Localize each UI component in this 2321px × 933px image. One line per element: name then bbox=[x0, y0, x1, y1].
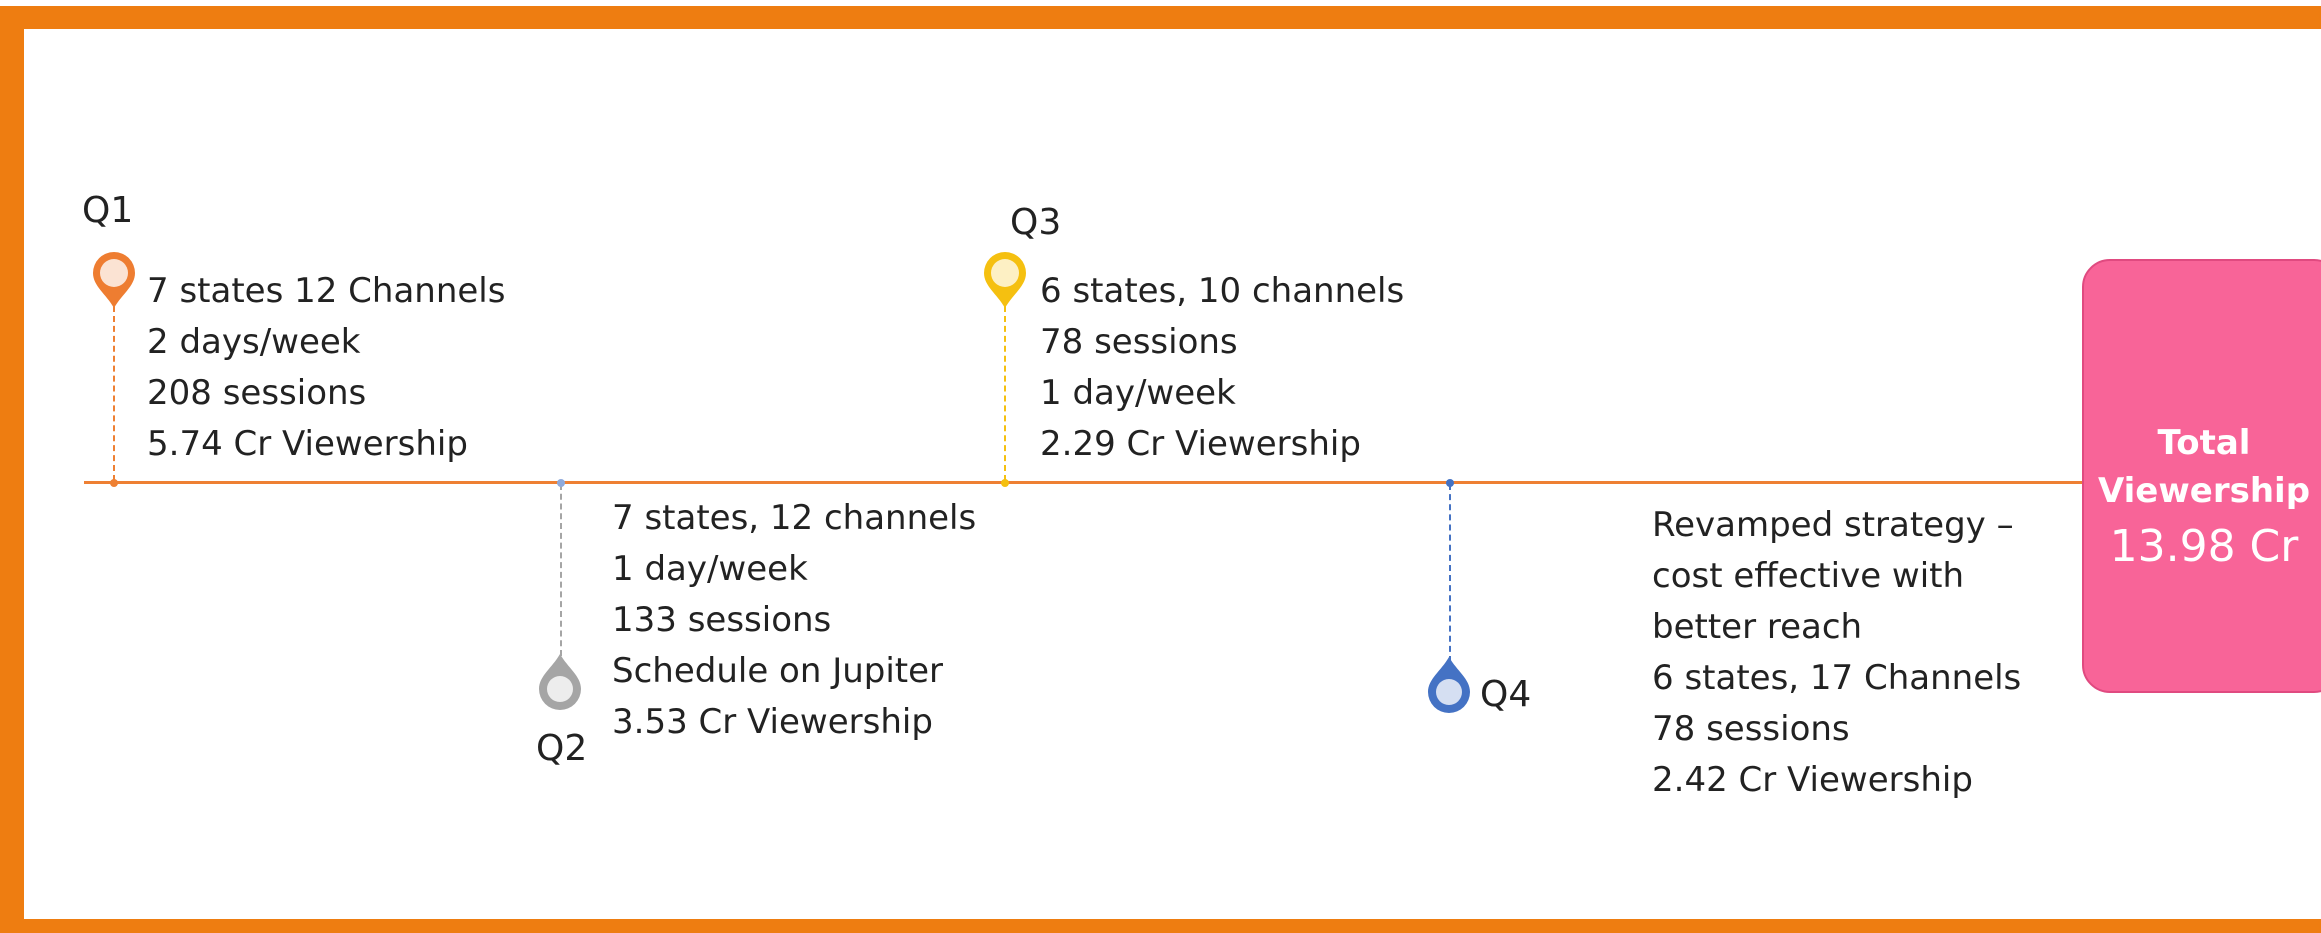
q4-strategy-line3: better reach bbox=[1652, 607, 1863, 647]
q4-tick bbox=[1446, 479, 1454, 487]
q2-tick bbox=[557, 479, 565, 487]
timeline-canvas: Q1 7 states 12 Channels 2 days/week 208 … bbox=[24, 29, 2321, 919]
q1-tick bbox=[110, 479, 118, 487]
q4-pin-icon bbox=[1428, 657, 1470, 713]
q1-sessions: 208 sessions bbox=[147, 373, 367, 413]
q1-viewership: 5.74 Cr Viewership bbox=[147, 424, 468, 464]
q3-viewership: 2.29 Cr Viewership bbox=[1040, 424, 1361, 464]
q4-label: Q4 bbox=[1480, 674, 1532, 715]
q4-connector bbox=[1449, 484, 1451, 662]
q1-states: 7 states 12 Channels bbox=[147, 271, 506, 311]
q1-pin-icon bbox=[93, 252, 135, 308]
q4-details: Revamped strategy – cost effective with … bbox=[1652, 500, 2021, 806]
q3-frequency: 1 day/week bbox=[1040, 373, 1236, 413]
q2-schedule: Schedule on Jupiter bbox=[612, 651, 944, 691]
q3-details: 6 states, 10 channels 78 sessions 1 day/… bbox=[1040, 266, 1404, 470]
timeline-line bbox=[84, 481, 2084, 484]
q3-pin-icon bbox=[984, 252, 1026, 308]
q2-sessions: 133 sessions bbox=[612, 600, 832, 640]
q1-label: Q1 bbox=[82, 190, 134, 231]
q4-strategy-line1: Revamped strategy – bbox=[1652, 505, 2014, 545]
total-label: Total bbox=[2157, 423, 2251, 463]
q4-states: 6 states, 17 Channels bbox=[1652, 658, 2022, 698]
diagram-frame: Q1 7 states 12 Channels 2 days/week 208 … bbox=[0, 6, 2321, 933]
q3-sessions: 78 sessions bbox=[1040, 322, 1238, 362]
q2-connector bbox=[560, 484, 562, 656]
q4-viewership: 2.42 Cr Viewership bbox=[1652, 760, 1973, 800]
q2-viewership: 3.53 Cr Viewership bbox=[612, 702, 933, 742]
q3-tick bbox=[1001, 479, 1009, 487]
q2-details: 7 states, 12 channels 1 day/week 133 ses… bbox=[612, 493, 976, 748]
q2-frequency: 1 day/week bbox=[612, 549, 808, 589]
viewership-label: Viewership bbox=[2097, 471, 2311, 511]
q3-states: 6 states, 10 channels bbox=[1040, 271, 1405, 311]
q2-label: Q2 bbox=[536, 728, 588, 769]
q2-states: 7 states, 12 channels bbox=[612, 498, 977, 538]
q3-label: Q3 bbox=[1010, 202, 1062, 243]
total-viewership-value: 13.98 Cr bbox=[2109, 521, 2299, 572]
q1-connector bbox=[113, 306, 115, 481]
q4-strategy-line2: cost effective with bbox=[1652, 556, 1965, 596]
total-viewership-box: Total Viewership 13.98 Cr bbox=[2082, 259, 2321, 693]
q1-details: 7 states 12 Channels 2 days/week 208 ses… bbox=[147, 266, 505, 470]
q4-sessions: 78 sessions bbox=[1652, 709, 1850, 749]
q2-pin-icon bbox=[539, 654, 581, 710]
q3-connector bbox=[1004, 306, 1006, 481]
q1-frequency: 2 days/week bbox=[147, 322, 361, 362]
